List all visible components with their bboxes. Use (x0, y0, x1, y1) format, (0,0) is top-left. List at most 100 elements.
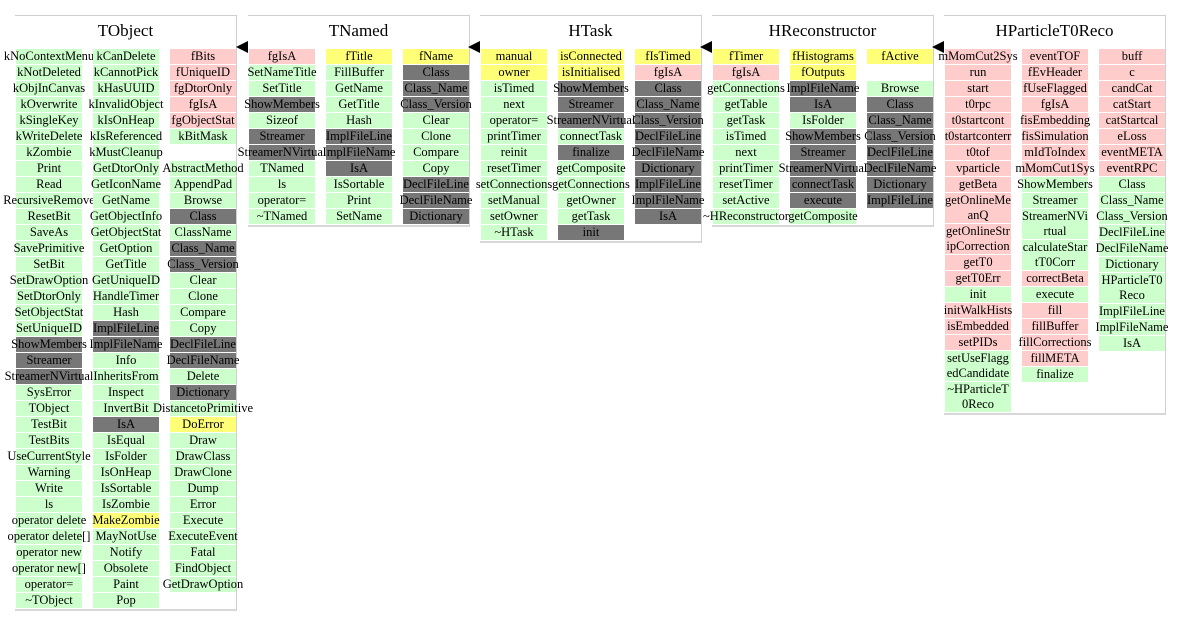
method-cell[interactable]: ImplFileName (323, 145, 395, 160)
method-cell[interactable]: ShowMembers (244, 97, 320, 112)
method-cell[interactable]: ImplFileLine (326, 129, 392, 144)
class-title[interactable]: TNamed (328, 21, 389, 40)
method-cell[interactable]: kCannotPick (93, 65, 159, 80)
method-cell[interactable]: fHistograms (790, 49, 856, 64)
method-cell[interactable]: Dump (170, 481, 236, 496)
method-cell[interactable]: kZombie (16, 145, 82, 160)
method-cell[interactable]: init (558, 225, 624, 240)
method-cell[interactable]: kHasUUID (93, 81, 159, 96)
data-member-cell[interactable]: fEvHeader (1022, 65, 1088, 80)
method-cell[interactable]: Browse (867, 81, 933, 96)
method-cell[interactable]: ImplFileLine (93, 321, 159, 336)
method-cell[interactable]: connectTask (558, 129, 624, 144)
data-member-cell[interactable]: fgDtorOnly (170, 81, 236, 96)
method-cell[interactable]: Class (635, 81, 701, 96)
method-cell[interactable]: Sizeof (249, 113, 315, 128)
method-cell[interactable]: owner (481, 65, 547, 80)
method-cell[interactable]: Clear (403, 113, 469, 128)
data-member-cell[interactable]: getT0 (945, 255, 1011, 270)
method-cell[interactable]: DoError (170, 417, 236, 432)
data-member-cell[interactable]: mMomCut1Sys (1015, 161, 1095, 176)
data-member-cell[interactable]: eventMETA (1099, 145, 1165, 160)
method-cell[interactable]: kNotDeleted (16, 65, 82, 80)
method-cell[interactable]: Hash (93, 305, 159, 320)
method-cell[interactable]: DeclFileLine (403, 177, 469, 192)
method-cell[interactable]: operator new[] (12, 561, 86, 576)
method-cell[interactable]: getConnections (707, 81, 785, 96)
method-cell[interactable]: isTimed (481, 81, 547, 96)
method-cell[interactable]: IsOnHeap (93, 465, 159, 480)
method-cell[interactable]: FillBuffer (326, 65, 392, 80)
method-cell[interactable]: GetObjectStat (91, 225, 161, 240)
method-cell[interactable]: kIsOnHeap (93, 113, 159, 128)
data-member-cell[interactable]: fisSimulation (1021, 129, 1089, 144)
method-cell[interactable]: DeclFileName (167, 353, 239, 368)
method-cell[interactable]: GetDtorOnly (93, 161, 159, 176)
method-cell[interactable]: Read (16, 177, 82, 192)
data-member-cell[interactable]: isEmbedded (945, 319, 1011, 334)
method-cell[interactable]: resetTimer (481, 161, 547, 176)
method-cell[interactable]: kWriteDelete (16, 129, 82, 144)
method-cell[interactable]: StreamerNVirtual (547, 113, 635, 128)
method-cell[interactable]: UseCurrentStyle (7, 449, 91, 464)
data-member-cell[interactable]: getT0Err (945, 271, 1011, 286)
method-cell[interactable]: SetTitle (249, 81, 315, 96)
method-cell[interactable]: Copy (403, 161, 469, 176)
method-cell[interactable]: Dictionary (1099, 257, 1165, 272)
method-cell[interactable]: IsA (635, 209, 701, 224)
method-cell[interactable]: Class_Version (1096, 209, 1168, 224)
method-cell[interactable]: IsZombie (93, 497, 159, 512)
method-cell[interactable]: kObjInCanvas (13, 81, 85, 96)
method-cell[interactable]: getComposite (788, 209, 858, 224)
method-cell[interactable]: SetDrawOption (10, 273, 88, 288)
method-cell[interactable]: Draw (170, 433, 236, 448)
method-cell[interactable]: Streamer (1022, 193, 1088, 208)
method-cell[interactable]: ls (249, 177, 315, 192)
method-cell[interactable]: fTimer (713, 49, 779, 64)
method-cell[interactable]: DeclFileName (864, 161, 936, 176)
method-cell[interactable]: GetName (326, 81, 392, 96)
method-cell[interactable]: isConnected (558, 49, 624, 64)
method-cell[interactable]: ImplFileLine (635, 177, 701, 192)
method-cell[interactable]: Class (1099, 177, 1165, 192)
method-cell[interactable]: Class (867, 97, 933, 112)
method-cell[interactable]: connectTask (790, 177, 856, 192)
method-cell[interactable]: SetObjectStat (15, 305, 83, 320)
method-cell[interactable]: ~TNamed (249, 209, 315, 224)
method-cell[interactable]: SetNameTitle (248, 65, 317, 80)
method-cell[interactable]: IsFolder (790, 113, 856, 128)
method-cell[interactable]: HParticleT0Reco (1099, 273, 1165, 303)
method-cell[interactable]: fName (403, 49, 469, 64)
data-member-cell[interactable]: buff (1099, 49, 1165, 64)
method-cell[interactable]: Compare (170, 305, 236, 320)
method-cell[interactable]: Compare (403, 145, 469, 160)
method-cell[interactable]: Notify (93, 545, 159, 560)
method-cell[interactable]: init (945, 287, 1011, 302)
method-cell[interactable]: Browse (170, 193, 236, 208)
method-cell[interactable]: printTimer (713, 161, 779, 176)
method-cell[interactable]: kCanDelete (93, 49, 159, 64)
method-cell[interactable]: GetTitle (326, 97, 392, 112)
method-cell[interactable]: Delete (170, 369, 236, 384)
method-cell[interactable]: kSingleKey (16, 113, 82, 128)
data-member-cell[interactable]: getOnlineMeanQ (945, 193, 1011, 223)
method-cell[interactable]: GetTitle (93, 257, 159, 272)
method-cell[interactable]: GetName (93, 193, 159, 208)
data-member-cell[interactable]: fgObjectStat (170, 113, 236, 128)
method-cell[interactable]: IsEqual (93, 433, 159, 448)
method-cell[interactable]: printTimer (481, 129, 547, 144)
method-cell[interactable]: ls (16, 497, 82, 512)
method-cell[interactable]: Error (170, 497, 236, 512)
method-cell[interactable]: SetBit (16, 257, 82, 272)
method-cell[interactable]: IsSortable (93, 481, 159, 496)
method-cell[interactable]: getConnections (552, 177, 630, 192)
data-member-cell[interactable]: fgIsA (713, 65, 779, 80)
class-title[interactable]: HTask (568, 21, 613, 40)
method-cell[interactable]: Class (403, 65, 469, 80)
method-cell[interactable]: GetUniqueID (92, 273, 160, 288)
method-cell[interactable]: ClassName (170, 225, 236, 240)
class-title[interactable]: HParticleT0Reco (995, 21, 1114, 40)
method-cell[interactable]: StreamerNVirtual (5, 369, 93, 384)
method-cell[interactable]: DrawClone (170, 465, 236, 480)
method-cell[interactable]: operator new (16, 545, 82, 560)
